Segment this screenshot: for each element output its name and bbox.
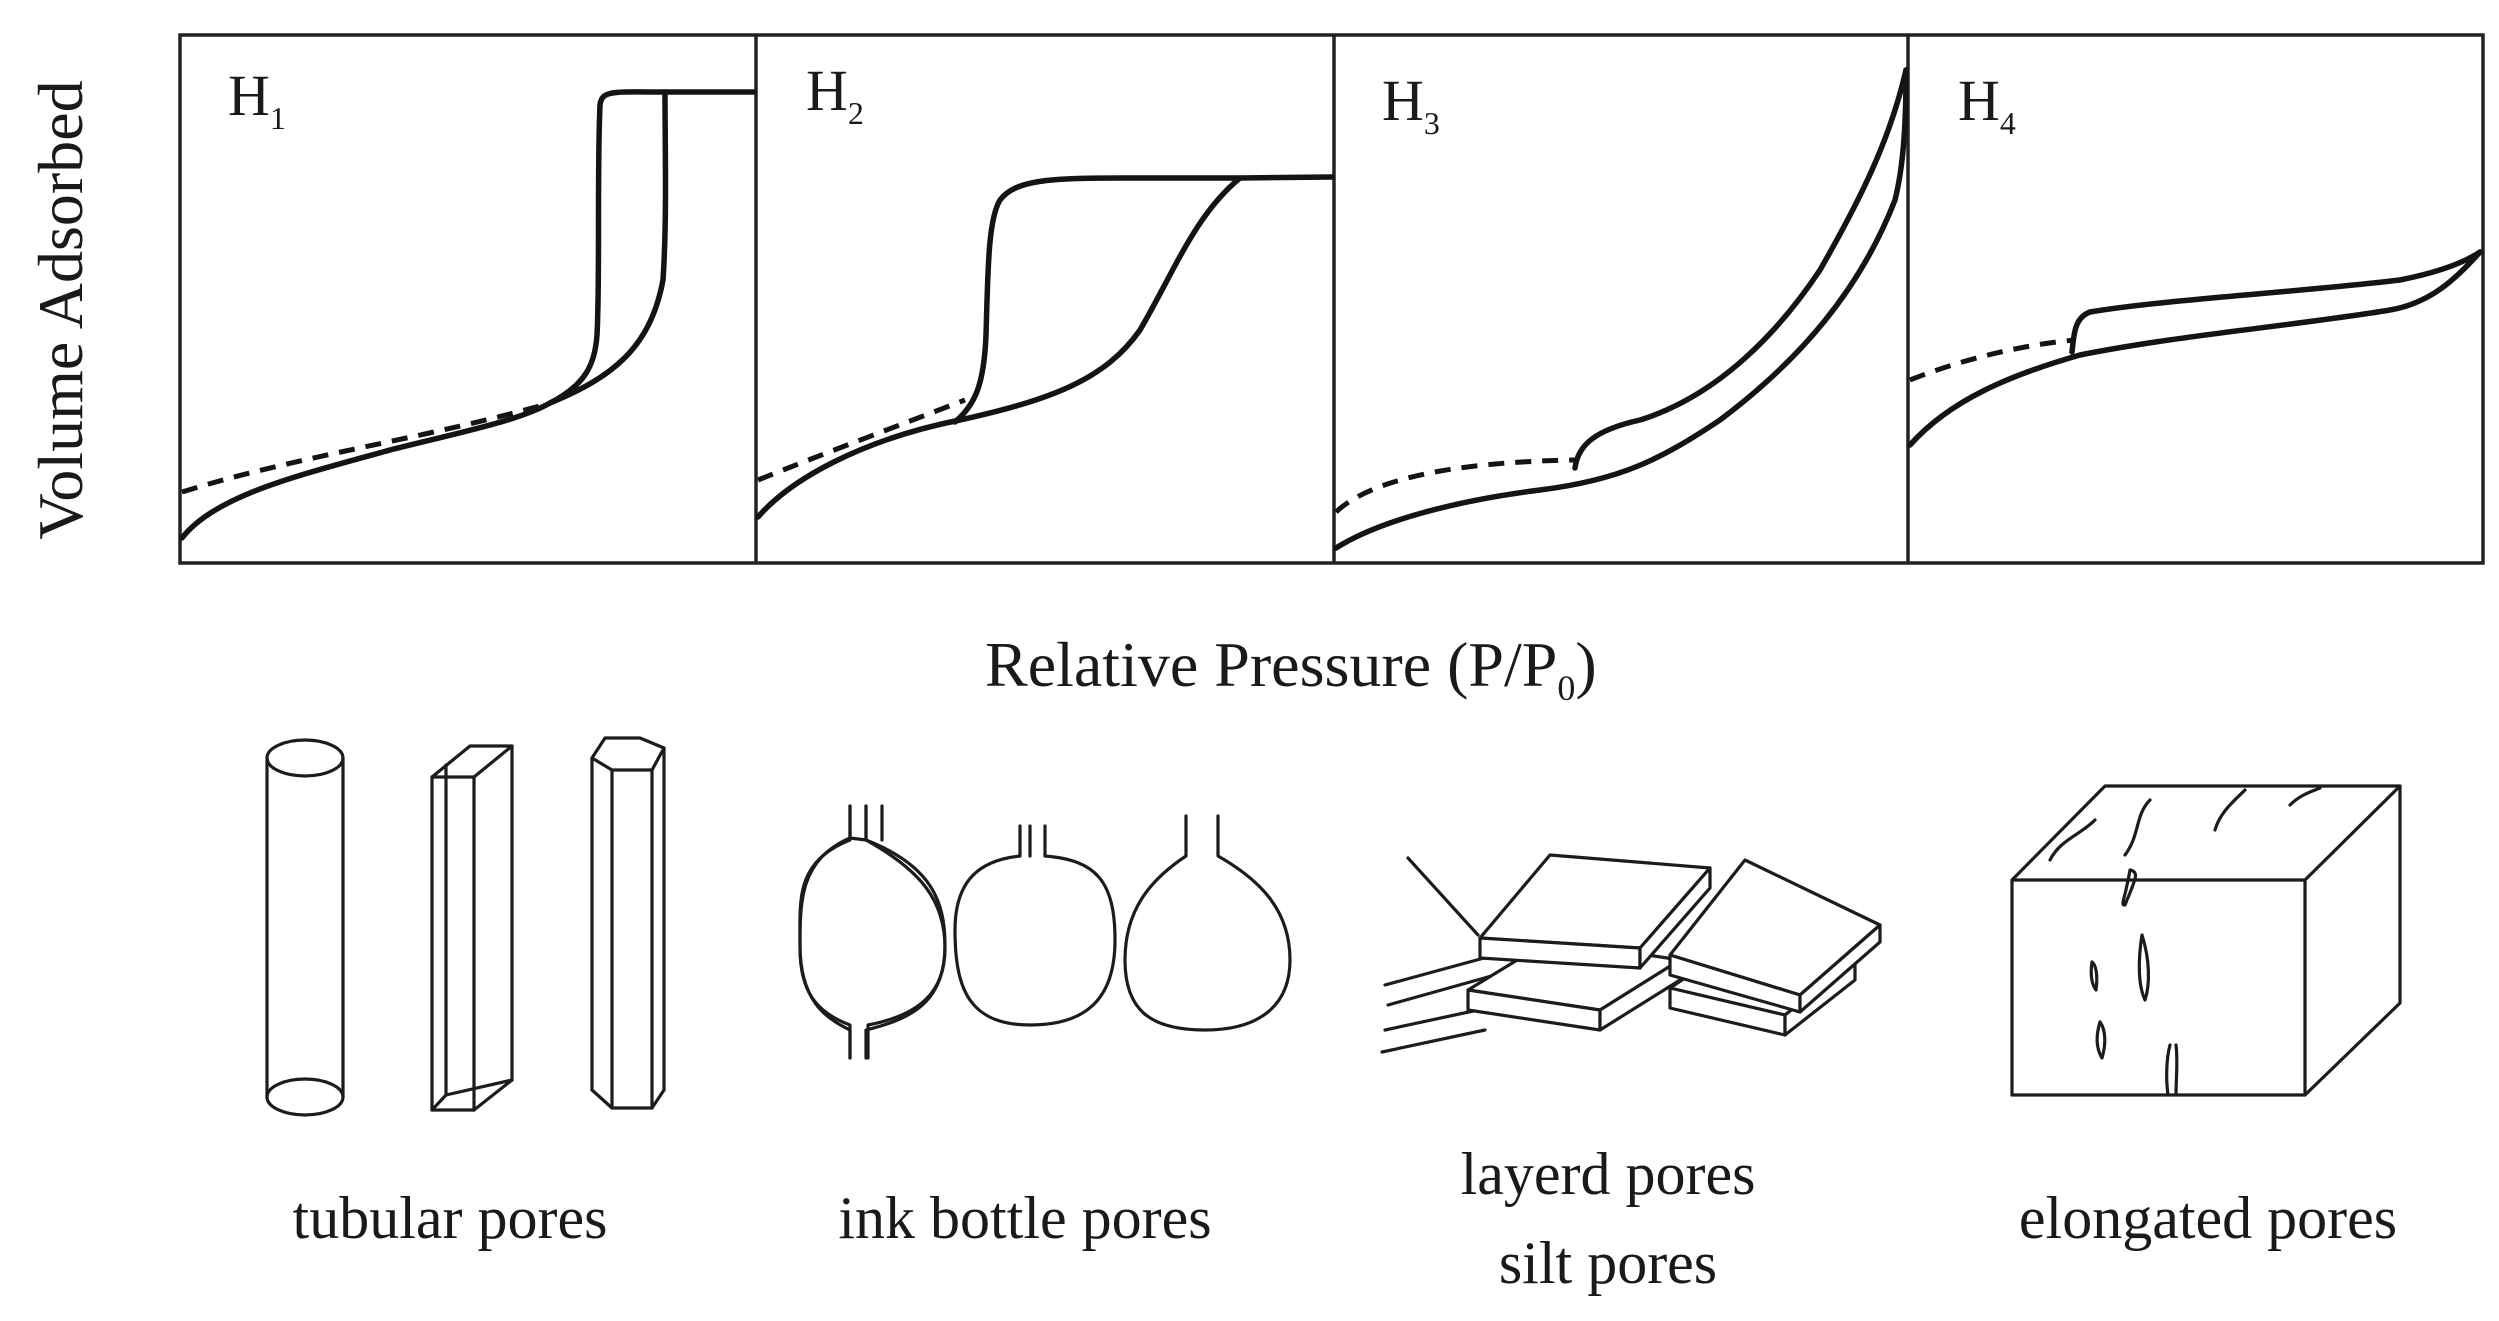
panel-h4-letter: H xyxy=(1958,68,2000,133)
elongated-block-icon xyxy=(2010,784,2402,1097)
panel-h3-label: H3 xyxy=(1382,68,1440,141)
panel-h2-label: H2 xyxy=(806,58,864,131)
x-axis-label: Relative Pressure (P/P0) xyxy=(985,629,1597,708)
panel-h1-subscript: 1 xyxy=(270,100,286,136)
silt-pores-label: silt pores xyxy=(1499,1230,1717,1296)
layered-pores-illustration: layerd pores silt pores xyxy=(1380,853,1882,1296)
h3-adsorption-branch xyxy=(1333,67,1909,551)
panel-h3-letter: H xyxy=(1382,68,1424,133)
ink-bottle-body-left xyxy=(798,804,947,1060)
ink-bottle-body-right xyxy=(1123,814,1292,1032)
ink-bottle-body-middle xyxy=(953,824,1117,1027)
h2-desorption-branch xyxy=(952,175,1243,425)
h2-adsorption-branch xyxy=(755,174,1335,520)
tubular-pores-illustration: tubular pores xyxy=(265,736,666,1251)
h1-desorption-branch xyxy=(547,89,668,406)
h3-desorption-branch xyxy=(1572,67,1909,471)
x-axis-subscript: 0 xyxy=(1557,668,1575,708)
hexagonal-prism-pore-icon xyxy=(590,736,666,1110)
panel-h2: H2 xyxy=(755,58,1335,520)
cylinder-pore-icon xyxy=(265,738,345,1117)
layered-pores-label: layerd pores xyxy=(1461,1141,1756,1207)
panel-h4: H4 xyxy=(1907,68,2483,448)
panel-h1-letter: H xyxy=(228,63,270,128)
square-prism-pore-icon xyxy=(430,744,514,1112)
panel-h4-subscript: 4 xyxy=(2000,105,2016,141)
elongated-pores-illustration: elongated pores xyxy=(2010,784,2402,1251)
x-axis-close: ) xyxy=(1575,629,1596,700)
layered-plate-upper xyxy=(1478,853,1712,950)
h4-desorption-branch xyxy=(2069,249,2483,355)
panel-h4-label: H4 xyxy=(1958,68,2016,141)
elongated-pores-label: elongated pores xyxy=(2019,1185,2397,1251)
panel-h2-letter: H xyxy=(806,58,848,123)
panel-h1: H1 xyxy=(179,63,757,541)
tubular-pores-label: tubular pores xyxy=(293,1185,608,1251)
h4-adsorption-branch xyxy=(1907,249,2483,448)
ink-bottle-pores-illustration: ink bottle pores xyxy=(798,804,1292,1251)
h4-dashed-branch xyxy=(1909,337,2076,383)
panel-h3: H3 xyxy=(1333,67,1909,551)
h2-dashed-branch xyxy=(757,397,966,483)
ink-bottle-pores-label: ink bottle pores xyxy=(838,1185,1211,1251)
h1-dashed-branch xyxy=(181,400,551,495)
x-axis-label-main: Relative Pressure (P/P xyxy=(985,629,1557,700)
panel-h3-subscript: 3 xyxy=(1424,105,1440,141)
panels-frame xyxy=(178,33,2485,565)
h3-dashed-branch xyxy=(1334,457,1576,514)
y-axis-label: Volume Adsorbed xyxy=(25,80,96,539)
panel-h2-subscript: 2 xyxy=(848,95,864,131)
panel-h1-label: H1 xyxy=(228,63,286,136)
